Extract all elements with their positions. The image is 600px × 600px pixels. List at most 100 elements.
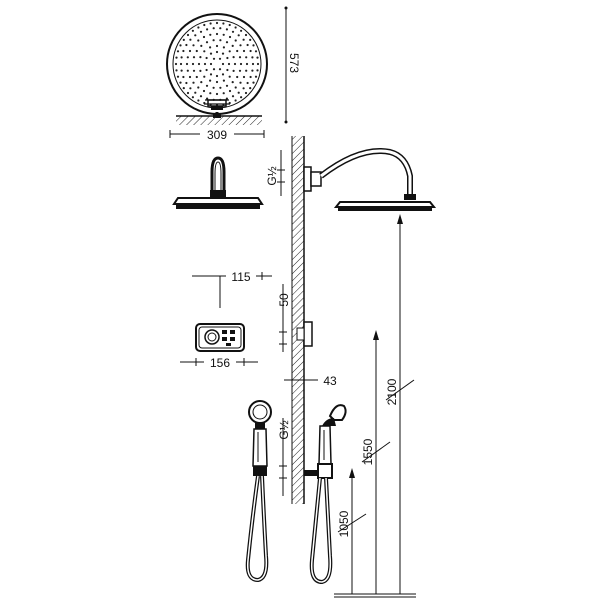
nozzle-dot [225,28,228,31]
nozzle-dots [174,21,260,107]
nozzle-dot [251,56,254,59]
thread-label-bottom: G½ [277,420,291,439]
nozzle-dot [195,75,198,79]
nozzle-dot [245,69,248,72]
nozzle-dot [212,86,215,89]
nozzle-dot [238,56,242,59]
ceiling-hatch [176,116,262,125]
nozzle-dot [256,56,259,59]
nozzle-dot [232,69,235,72]
nozzle-dot [252,81,255,84]
nozzle-dot [225,84,229,87]
nozzle-dot [186,69,189,72]
nozzle-dot [234,86,237,89]
nozzle-dot [242,87,245,90]
depth-label-43: 43 [323,374,337,388]
nozzle-dot [246,81,249,85]
nozzle-dot [212,39,215,42]
nozzle-dot [256,69,259,72]
nozzle-dot [191,96,194,99]
nozzle-dot [200,81,203,84]
floor-line [334,593,416,598]
nozzle-dot [219,27,222,30]
nozzle-dot [240,29,243,32]
nozzle-dot [249,75,252,79]
nozzle-dot [221,52,225,55]
nozzle-dot [203,23,206,27]
height-label-50: 50 [277,293,291,307]
nozzle-dot [215,92,219,96]
dimension-156: 156 [180,355,258,370]
nozzle-dot [215,21,219,25]
width-label-309: 309 [207,128,227,142]
nozzle-dot [234,39,237,42]
nozzle-dot [182,75,185,79]
nozzle-dot [209,73,213,76]
nozzle-dot [237,34,240,37]
nozzle-dot [221,73,225,76]
nozzle-dot [185,43,188,47]
thread-label-top: G½ [265,166,279,185]
nozzle-dot [175,56,178,59]
nozzle-dot [225,97,228,100]
nozzle-dot [197,86,200,89]
nozzle-dot [215,44,219,48]
nozzle-dot [226,56,229,60]
nozzle-dot [219,86,222,89]
nozzle-dot [205,41,209,44]
nozzle-dot [236,49,239,53]
nozzle-dot [182,38,185,42]
nozzle-dot [244,91,248,95]
control-panel-side-view [296,321,313,347]
nozzle-dot [234,99,237,102]
height-label-1050: 1050 [337,510,351,537]
nozzle-dot [179,62,183,66]
nozzle-dot [188,75,192,79]
nozzle-dot [239,62,243,66]
nozzle-dot [251,69,254,72]
nozzle-dot [231,81,234,84]
nozzle-dot [218,57,222,60]
nozzle-dot [215,32,219,36]
nozzle-dot [185,81,188,85]
nozzle-dot [199,30,203,33]
nozzle-dot [228,50,231,53]
nozzle-dot [176,50,180,53]
nozzle-dot [199,95,203,98]
dimension-50: 50 [277,284,291,352]
nozzle-dot [175,69,178,72]
nozzle-dot [186,33,190,37]
nozzle-dot [256,62,260,66]
nozzle-dot [189,38,192,41]
nozzle-dot [231,44,234,48]
nozzle-dot [192,81,195,84]
nozzle-dot [209,92,212,95]
nozzle-dot [209,22,212,25]
nozzle-dot [239,81,242,84]
nozzle-dot [195,49,198,53]
height-label-2100: 2100 [385,378,399,405]
nozzle-dot [227,62,231,66]
nozzle-dot [176,75,180,78]
nozzle-dot [199,69,202,72]
nozzle-dot [194,91,197,94]
nozzle-dot [245,62,249,66]
nozzle-dot [200,44,203,48]
nozzle-dot [179,44,182,47]
nozzle-dot [221,62,225,66]
nozzle-dot [203,50,206,53]
nozzle-dot [209,79,212,82]
thread-dimension-bottom: G½ [277,418,291,496]
nozzle-dot [197,26,200,29]
nozzle-dot [252,44,255,47]
nozzle-dot [237,91,240,94]
nozzle-dot [205,84,209,87]
dimension-115: 115 [192,268,272,308]
nozzle-dot [236,75,239,79]
nozzle-dot [231,95,235,98]
nozzle-dot [239,44,242,47]
nozzle-dot [222,33,225,36]
nozzle-dot [189,87,192,90]
nozzle-dot [222,46,225,49]
hand-shower-front-view [245,400,272,583]
